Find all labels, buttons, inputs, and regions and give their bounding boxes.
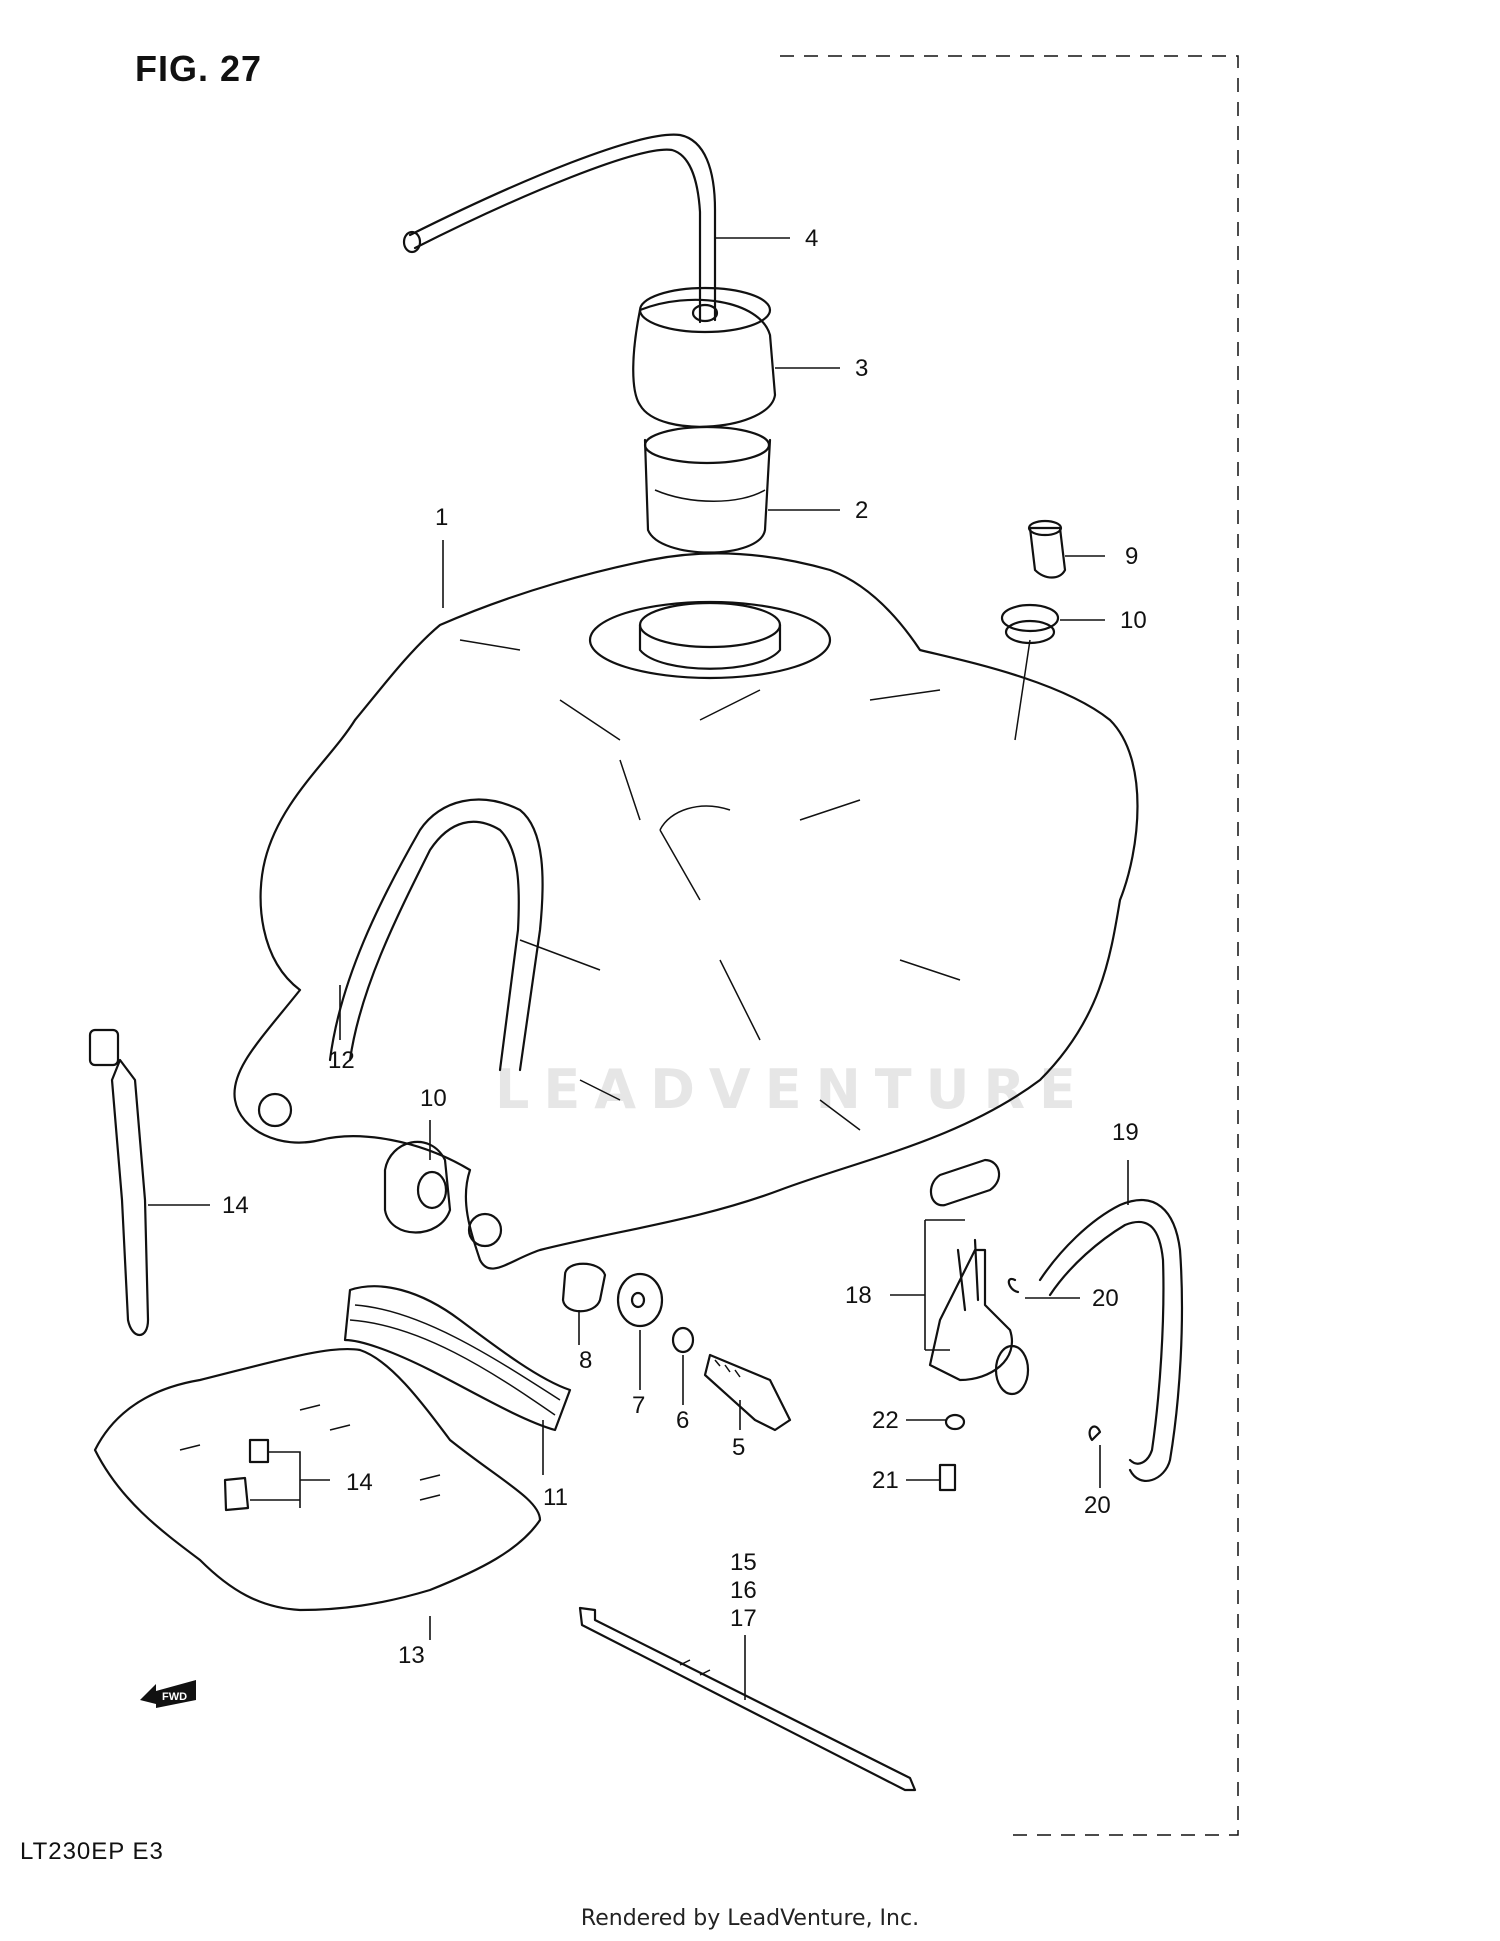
forward-label: FWD xyxy=(162,1691,187,1703)
callout-14-strap: 14 xyxy=(222,1192,249,1219)
tank-mount-hole-rear xyxy=(467,1212,503,1248)
forward-arrow-icon: FWD xyxy=(140,1680,196,1708)
model-code: LT230EP E3 xyxy=(20,1838,164,1865)
fuel-cap-top xyxy=(638,286,772,334)
cable-tie xyxy=(578,1606,917,1792)
grommet-lower xyxy=(383,1140,452,1234)
vent-hose-inner xyxy=(413,148,702,324)
callout-21: 21 xyxy=(872,1467,899,1494)
fuel-cock-gasket xyxy=(929,1158,1001,1207)
vent-hose xyxy=(408,133,717,322)
frame-border xyxy=(780,55,1239,1836)
filler-neck xyxy=(638,601,782,649)
fuel-cap xyxy=(632,298,777,428)
breather-pipe xyxy=(1028,526,1067,579)
lock-washer xyxy=(671,1326,695,1354)
callout-13: 13 xyxy=(398,1642,425,1669)
fuel-hose xyxy=(1038,1199,1184,1482)
hose-clamp-upper xyxy=(1007,1277,1020,1294)
callout-4: 4 xyxy=(805,225,818,252)
grommet-upper xyxy=(1000,603,1060,633)
callout-20-lower: 20 xyxy=(1084,1492,1111,1519)
cap-ring xyxy=(643,438,772,554)
figure-title: FIG. 27 xyxy=(135,48,263,89)
watermark: LEADVENTURE xyxy=(495,1058,1090,1121)
filler-neck-outer xyxy=(588,600,832,680)
hose-clamp-lower xyxy=(1088,1425,1102,1442)
fuel-cock-body xyxy=(928,1248,1013,1382)
rubber-strap-left xyxy=(110,1058,150,1337)
callout-8: 8 xyxy=(579,1347,592,1374)
tank-mount-hole-front xyxy=(257,1092,293,1128)
heat-shield-plate xyxy=(93,1347,542,1612)
screw xyxy=(938,1463,957,1492)
callout-7: 7 xyxy=(632,1392,645,1419)
callout-15: 15 xyxy=(730,1549,757,1576)
callout-9: 9 xyxy=(1125,543,1138,570)
callout-20-upper: 20 xyxy=(1092,1285,1119,1312)
clip-upper xyxy=(248,1438,270,1464)
footer-credit: Rendered by LeadVenture, Inc. xyxy=(580,1906,920,1931)
callout-3: 3 xyxy=(855,355,868,382)
callout-19: 19 xyxy=(1112,1119,1139,1146)
small-washer xyxy=(944,1413,966,1431)
callout-22: 22 xyxy=(872,1407,899,1434)
bolt xyxy=(703,1353,792,1432)
tank-mount-strap xyxy=(328,798,544,1072)
leader-lines xyxy=(148,237,1129,1700)
callout-14-clip: 14 xyxy=(346,1469,373,1496)
collar xyxy=(561,1262,607,1313)
callout-6: 6 xyxy=(676,1407,689,1434)
callout-16: 16 xyxy=(730,1577,757,1604)
callout-18: 18 xyxy=(845,1282,872,1309)
fuel-cock-lever xyxy=(994,1344,1030,1396)
callout-17: 17 xyxy=(730,1605,757,1632)
callout-10-upper: 10 xyxy=(1120,607,1147,634)
vent-hose-end xyxy=(402,230,422,254)
fuel-tank xyxy=(233,552,1139,1270)
fuel-cap-vent xyxy=(691,303,719,323)
cap-ring-top xyxy=(643,425,771,465)
callout-2: 2 xyxy=(855,497,868,524)
clip-lower xyxy=(223,1476,250,1512)
strap-hook xyxy=(88,1028,120,1067)
callout-10-lower: 10 xyxy=(420,1085,447,1112)
washer xyxy=(616,1272,664,1328)
callout-5: 5 xyxy=(732,1434,745,1461)
callout-12: 12 xyxy=(328,1047,355,1074)
callout-11: 11 xyxy=(543,1484,568,1511)
callout-1: 1 xyxy=(435,504,448,531)
rubber-pad xyxy=(343,1285,572,1432)
